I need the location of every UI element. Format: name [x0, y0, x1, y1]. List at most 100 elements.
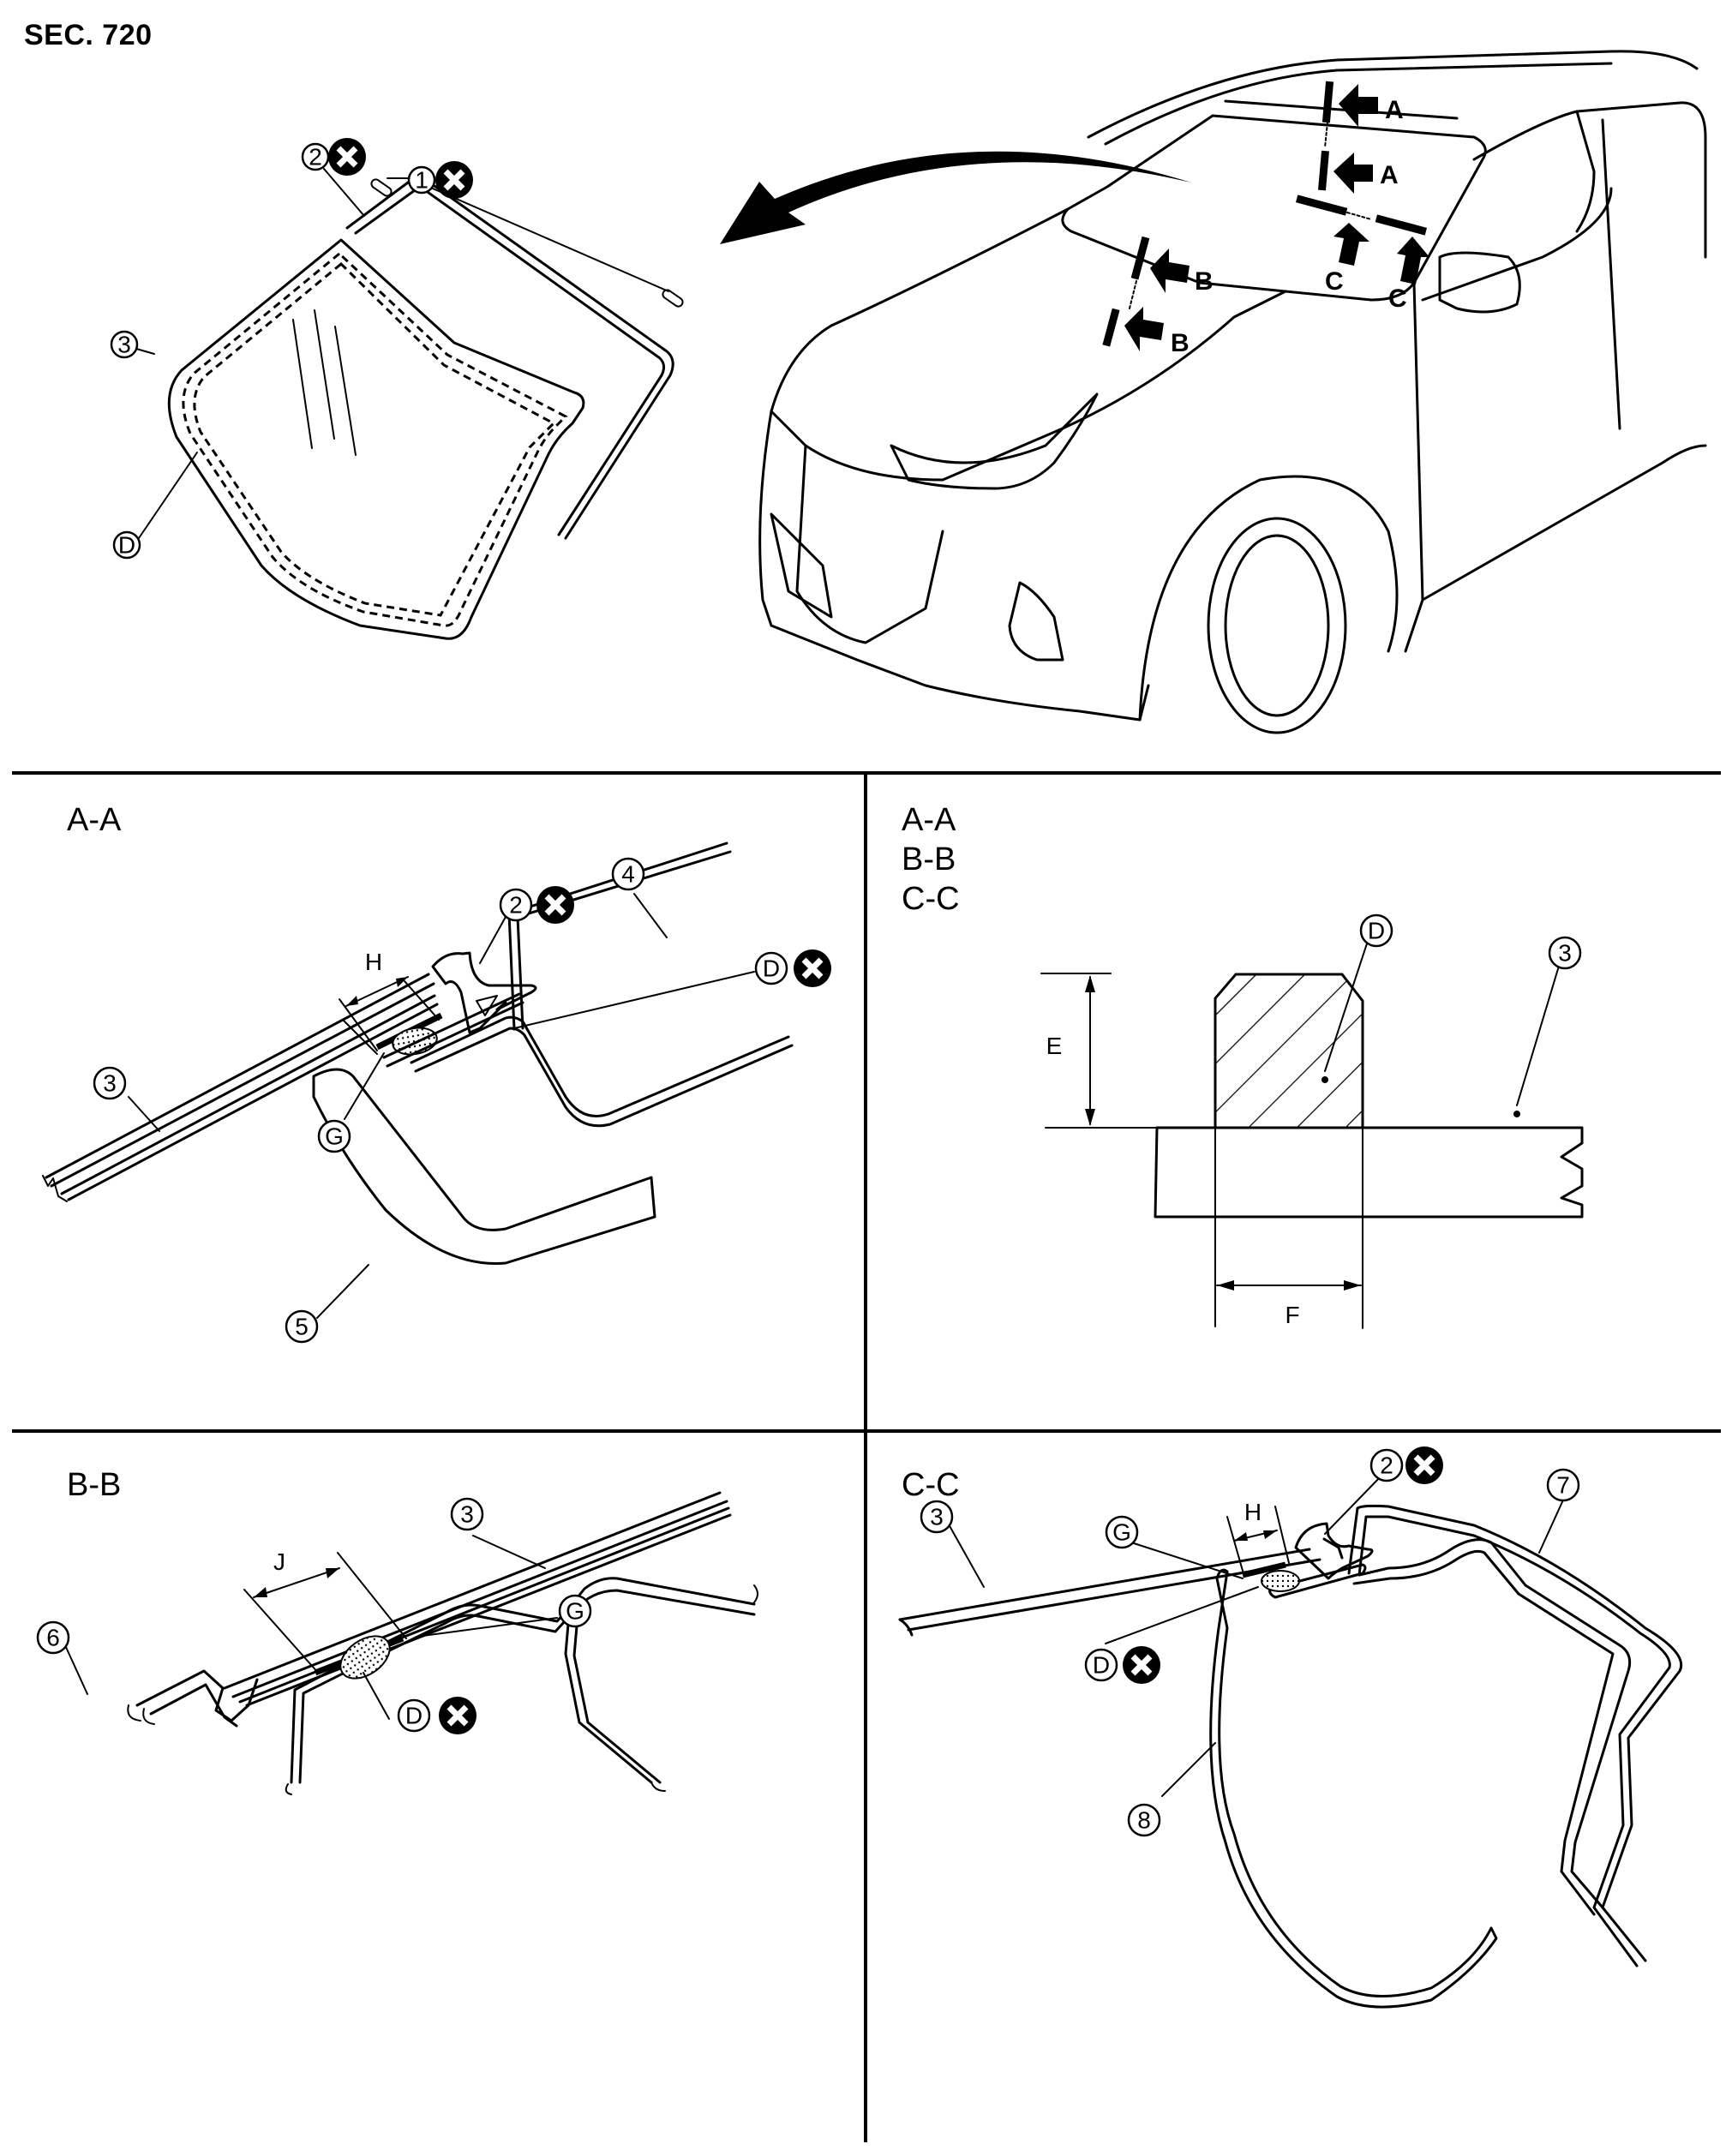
callout-d: D	[754, 951, 788, 985]
svg-text:2: 2	[309, 144, 322, 171]
marker-b-upper: B	[1195, 267, 1214, 296]
svg-text:D: D	[405, 1703, 423, 1729]
callout-1: 1	[407, 165, 436, 195]
section-markers: A A B B C C	[1102, 81, 1429, 357]
not-reusable-icon	[536, 886, 574, 924]
molding-section	[431, 951, 537, 1034]
bead-dimension-detail: E F D 3	[1040, 913, 1584, 1329]
adhesive-bead	[339, 1635, 391, 1680]
callout-4: 4	[611, 857, 645, 891]
svg-text:3: 3	[103, 1070, 117, 1097]
panel-title-aa: A-A	[67, 802, 122, 838]
headlining-trim	[312, 1068, 656, 1265]
marker-a-upper: A	[1385, 96, 1404, 124]
section-arrow-icon	[1397, 237, 1429, 284]
callout-8: 8	[1127, 1803, 1161, 1837]
svg-text:2: 2	[509, 892, 523, 919]
vehicle-hood	[770, 207, 1287, 482]
molding-outline	[345, 176, 674, 540]
callout-7: 7	[1546, 1468, 1580, 1502]
vehicle-illustration	[758, 50, 1707, 734]
svg-text:7: 7	[1556, 1472, 1570, 1499]
marker-b-lower: B	[1171, 329, 1190, 357]
glass-section	[45, 973, 439, 1201]
panel-title-detail-3: C-C	[902, 881, 960, 917]
glass-cross-section	[1154, 1126, 1584, 1219]
not-reusable-icon	[439, 1697, 476, 1734]
headlamp	[890, 392, 1099, 490]
callout-3: 3	[920, 1500, 954, 1534]
panel-title-detail-2: B-B	[902, 841, 956, 877]
removal-arrow-icon	[720, 151, 1191, 244]
callout-d: D	[397, 1698, 431, 1733]
callout-g: G	[558, 1594, 592, 1628]
fog-lamp	[1008, 581, 1064, 662]
pillar-trim	[1209, 1568, 1498, 2009]
dimension-h-label: H	[365, 949, 382, 975]
svg-text:G: G	[566, 1598, 584, 1625]
body-flange	[1268, 1563, 1367, 1599]
side-mirror	[1438, 251, 1521, 314]
callout-d: D	[112, 530, 141, 560]
svg-text:G: G	[325, 1123, 344, 1150]
callout-2: 2	[1369, 1448, 1404, 1482]
svg-text:6: 6	[46, 1625, 60, 1651]
callout-g: G	[1105, 1515, 1139, 1549]
callout-3: 3	[1548, 936, 1582, 970]
primer-strip	[1242, 1561, 1286, 1578]
callout-3: 3	[110, 330, 139, 359]
windshield-glass	[167, 238, 585, 640]
not-reusable-icon	[794, 949, 831, 987]
a-pillar-inner	[1352, 1538, 1632, 1916]
wheel-arch	[1138, 475, 1399, 722]
svg-text:3: 3	[117, 332, 131, 358]
svg-text:D: D	[1368, 918, 1385, 944]
section-bb-drawing: J 3 G 6 D	[36, 1491, 758, 1795]
section-cc-drawing: H 2 7 3 G D 8	[898, 1446, 1682, 2009]
body-inner-panel	[564, 1613, 662, 1784]
adhesive-bead-section	[1214, 973, 1364, 1129]
callout-3: 3	[93, 1066, 127, 1100]
callout-d: D	[1084, 1648, 1118, 1682]
body-flange	[290, 1577, 756, 1784]
section-arrow-icon	[1124, 307, 1164, 351]
svg-text:D: D	[1093, 1652, 1110, 1679]
glass-section	[223, 1491, 732, 1707]
panel-title-bb: B-B	[67, 1467, 122, 1503]
svg-text:4: 4	[621, 861, 635, 888]
callout-6: 6	[36, 1620, 70, 1655]
panel-borders	[12, 771, 1721, 2142]
section-aa-drawing: H 4 2 D 3 G 5	[42, 841, 831, 1344]
not-reusable-icon	[328, 138, 366, 176]
dimension-e-label: E	[1046, 1033, 1063, 1059]
a-pillar-outer	[1347, 1504, 1682, 1967]
cowl-top	[135, 1669, 259, 1728]
svg-text:3: 3	[1558, 940, 1572, 967]
panel-title-detail-1: A-A	[902, 802, 956, 838]
callout-d: D	[1359, 913, 1393, 948]
dimension-h-label: H	[1244, 1499, 1262, 1525]
adhesive-bead	[1261, 1570, 1300, 1592]
callout-g: G	[317, 1119, 351, 1153]
adhesive-dashed-outline	[182, 252, 568, 627]
callout-3: 3	[450, 1497, 484, 1531]
dimension-f-label: F	[1285, 1302, 1299, 1328]
svg-text:8: 8	[1137, 1807, 1151, 1834]
dimension-j-label: J	[273, 1548, 285, 1575]
svg-text:5: 5	[295, 1314, 309, 1340]
marker-c-right: C	[1388, 284, 1407, 313]
section-arrow-icon	[1339, 84, 1378, 127]
vehicle-windshield	[1061, 114, 1487, 302]
not-reusable-icon	[435, 161, 473, 199]
marker-c-left: C	[1325, 267, 1344, 296]
body-flange	[382, 992, 794, 1128]
panel-title-cc: C-C	[902, 1467, 960, 1503]
section-number: SEC. 720	[24, 19, 153, 51]
svg-text:G: G	[1112, 1519, 1131, 1546]
svg-text:D: D	[763, 955, 780, 982]
front-wheel	[1207, 517, 1347, 734]
callout-2: 2	[301, 142, 330, 171]
svg-text:3: 3	[460, 1501, 474, 1528]
